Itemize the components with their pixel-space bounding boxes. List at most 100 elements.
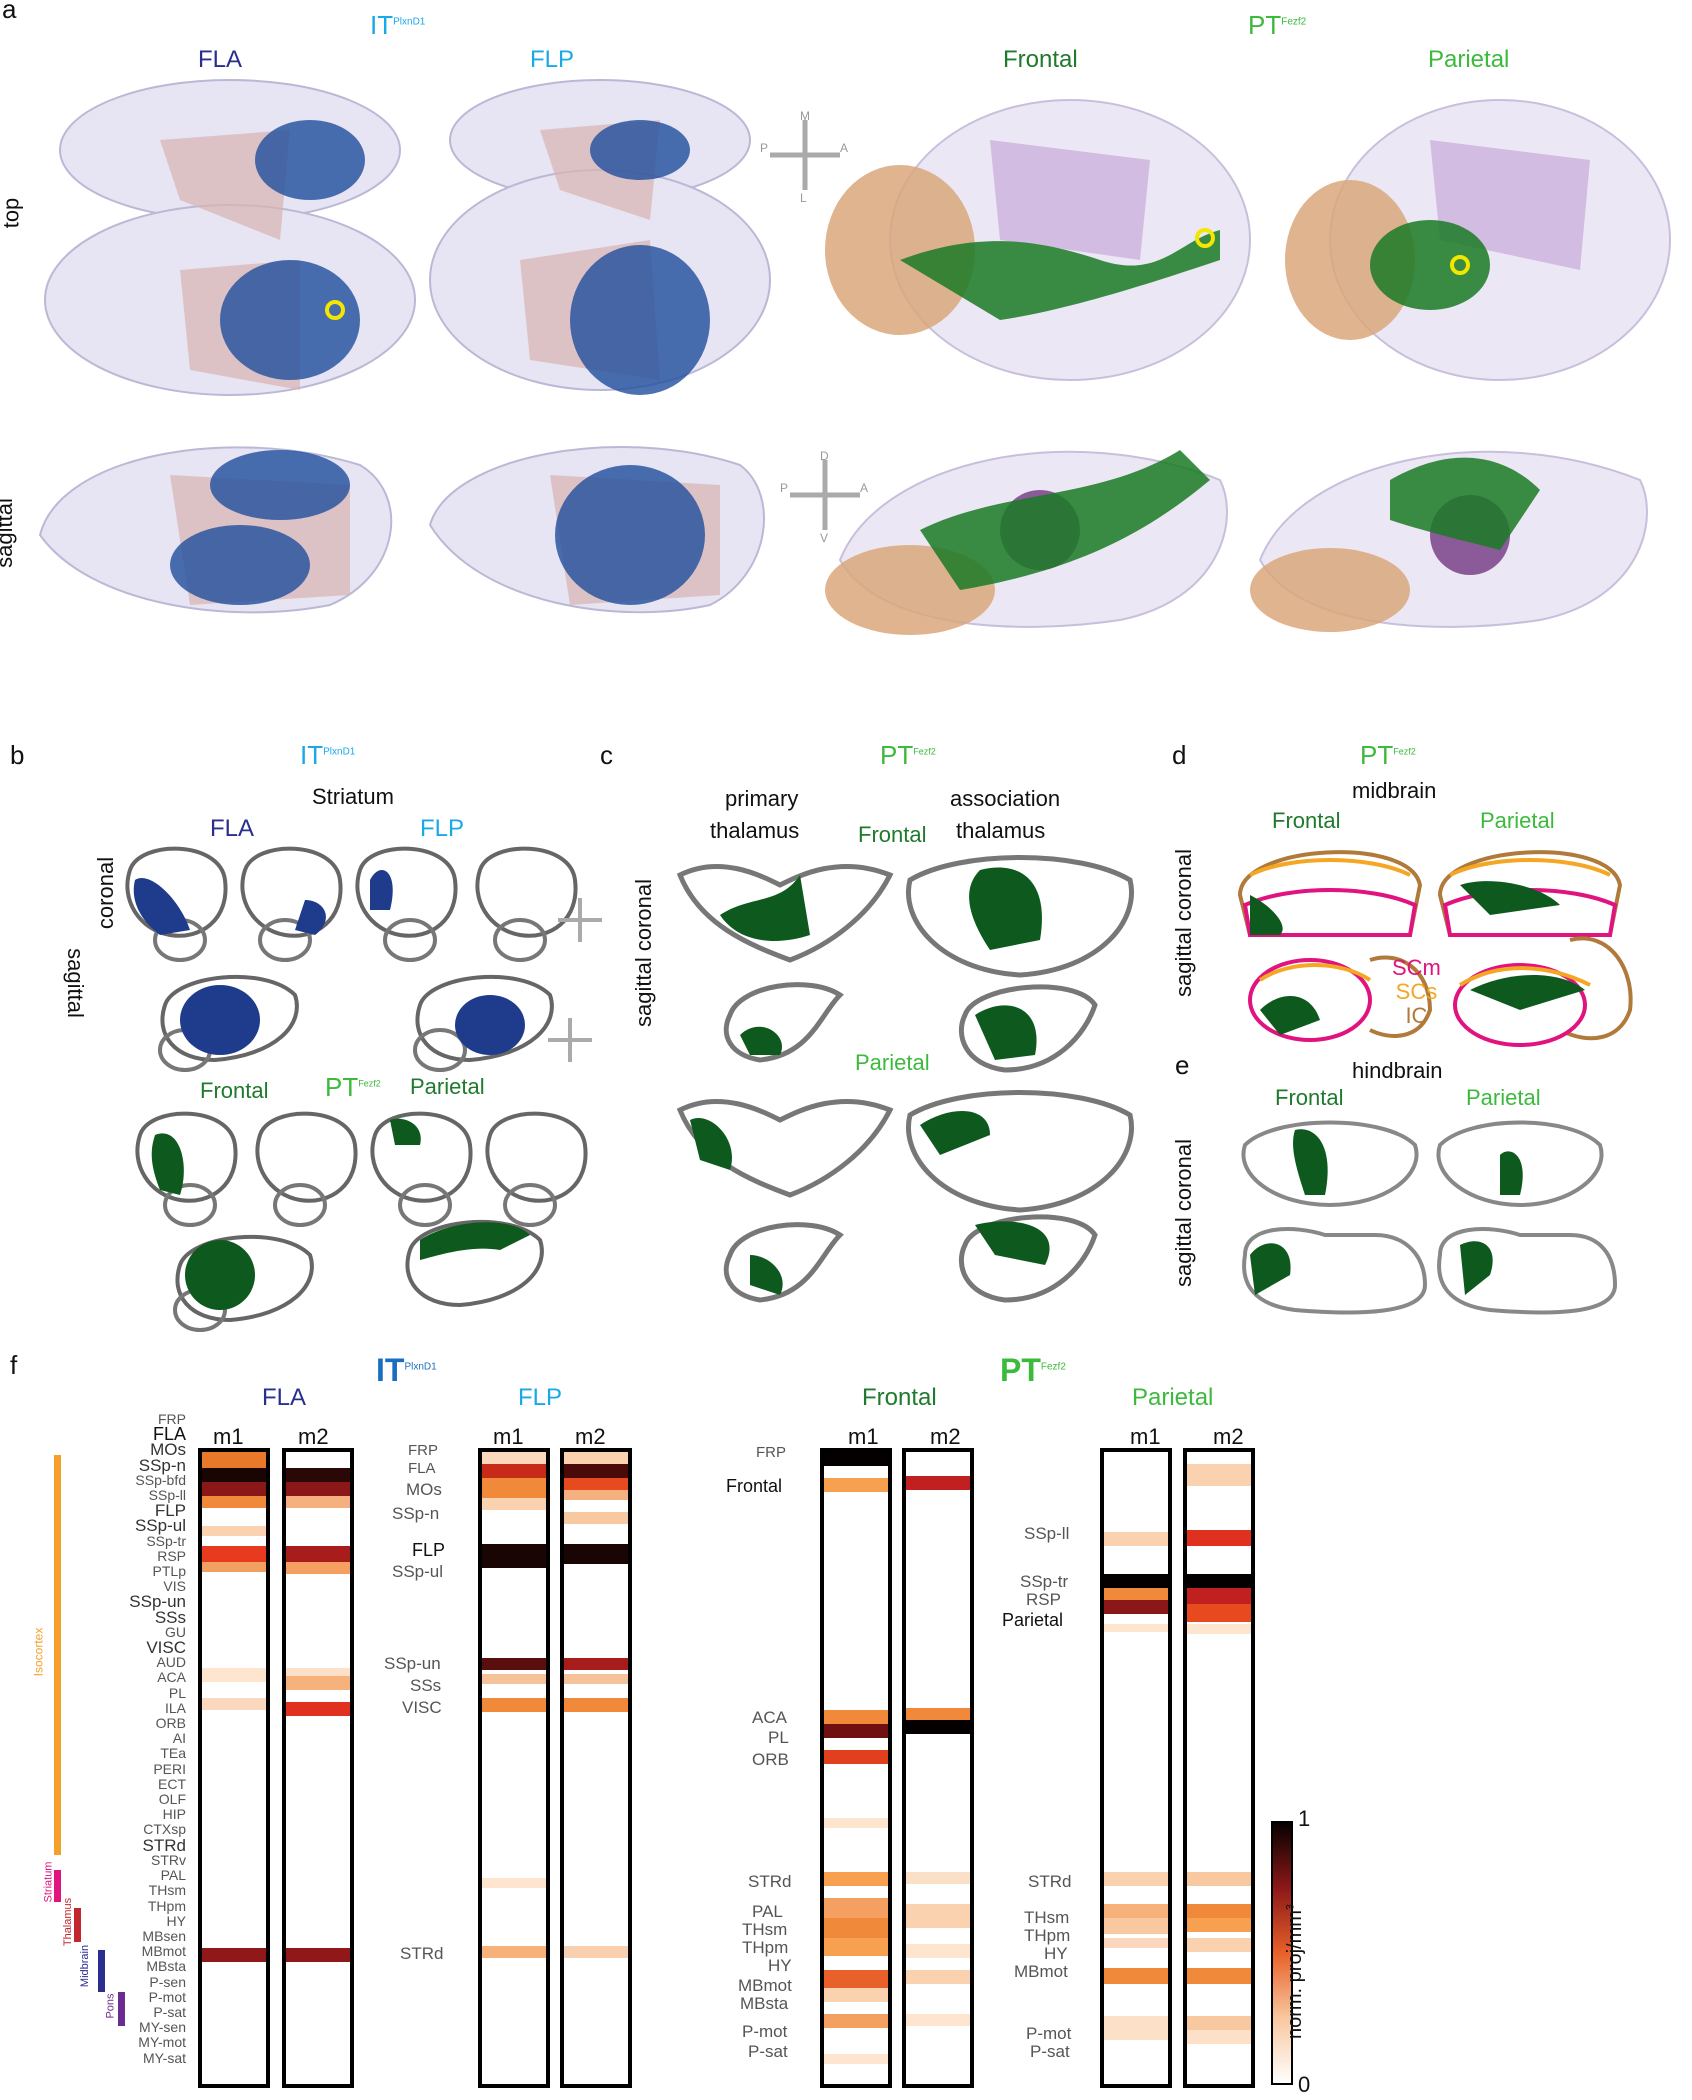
parietal-label-pmot: P-mot xyxy=(1026,2024,1072,2043)
svg-text:P: P xyxy=(780,481,788,495)
legend-scm: SCm xyxy=(1392,955,1441,980)
parietal-label-mbmot: MBmot xyxy=(1014,1962,1068,1981)
injection-site-icon xyxy=(325,300,345,320)
panel-a-col-parietal: Parietal xyxy=(1428,46,1510,73)
panel-b-it-title: ITPlxnD1 xyxy=(300,740,356,770)
midbrain-coronal-parietal xyxy=(1437,850,1623,937)
brain-top-fla xyxy=(44,79,416,396)
flp-label-strd: STRd xyxy=(400,1944,444,1963)
brain-sag-fla xyxy=(38,446,393,614)
parietal-label-thsm: THsm xyxy=(1024,1908,1070,1927)
panel-f-frontal: Frontal xyxy=(862,1384,937,1411)
svg-text:A: A xyxy=(860,481,868,495)
striatum-coronal-flp-2 xyxy=(475,846,578,962)
panel-b-frontal: Frontal xyxy=(200,1078,269,1103)
colorbar xyxy=(1271,1821,1293,2085)
flp-label-frp: FRP xyxy=(408,1442,438,1459)
panel-c-pt-title: PTFezf2 xyxy=(880,740,936,770)
flp-label-sspn: SSp-n xyxy=(392,1504,440,1523)
panel-f-letter: f xyxy=(10,1350,18,1380)
thalamus-coronal-frontal-association xyxy=(906,855,1134,978)
panel-f-it-title: ITPlxnD1 xyxy=(376,1352,437,1388)
compass-b1-icon xyxy=(558,898,602,942)
panel-b-letter: b xyxy=(10,740,25,770)
panel-f-fla: FLA xyxy=(262,1384,307,1411)
frontal-label-mbmot: MBmot xyxy=(738,1976,792,1995)
panel-c-parietal: Parietal xyxy=(855,1050,930,1075)
panel-a-row-sagittal: sagittal xyxy=(0,498,17,568)
panel-e-frontal: Frontal xyxy=(1275,1085,1344,1110)
panel-e-subtitle: hindbrain xyxy=(1352,1058,1443,1083)
midbrain-legend: SCm SCs IC xyxy=(1392,956,1441,1028)
panel-e-row: sagittal coronal xyxy=(1170,1139,1196,1287)
parietal-label-hy: HY xyxy=(1044,1944,1068,1963)
panel-f-parietal: Parietal xyxy=(1132,1384,1214,1411)
frontal-label-psat: P-sat xyxy=(748,2042,788,2061)
parietal-label-sspll: SSp-ll xyxy=(1024,1524,1070,1543)
frontal-label-thpm: THpm xyxy=(742,1938,789,1957)
colorbar-label: norm. proj/mm3 xyxy=(1284,1903,1307,2040)
svg-text:P: P xyxy=(760,141,768,155)
compass-b2-icon xyxy=(548,1018,592,1062)
flp-label-mos: MOs xyxy=(406,1480,442,1499)
heatmap-parietal-m2 xyxy=(1183,1448,1255,2088)
midbrain-coronal-frontal xyxy=(1237,850,1423,937)
panel-c-row: sagittal coronal xyxy=(630,879,656,1027)
striatum-coronal-parietal-2 xyxy=(485,1111,588,1227)
brain-sag-parietal xyxy=(1250,450,1648,632)
compass-label: M xyxy=(800,109,810,123)
panel-b-subtitle: Striatum xyxy=(312,784,394,809)
injection-site-icon xyxy=(1450,255,1470,275)
parietal-label-thpm: THpm xyxy=(1024,1926,1071,1945)
panel-f-flp: FLP xyxy=(518,1384,563,1411)
parietal-label-strd: STRd xyxy=(1028,1872,1072,1891)
frontal-label-frp: FRP xyxy=(756,1444,786,1461)
frontal-label-strd: STRd xyxy=(748,1872,792,1891)
flp-label-visc: VISC xyxy=(402,1698,442,1717)
fla-label-column: FRP FLA MOs SSp-n SSp-bfd SSp-ll FLP SSp… xyxy=(129,1411,186,2066)
hm-fla-m2: m2 xyxy=(298,1424,329,1449)
brain-top-flp xyxy=(429,79,771,395)
panel-e-parietal: Parietal xyxy=(1466,1085,1541,1110)
panel-d-pt-title: PTFezf2 xyxy=(1360,740,1416,770)
panel-b-fla: FLA xyxy=(210,815,255,842)
striatum-coronal-fla-1 xyxy=(125,846,228,962)
panel-c-association: association xyxy=(950,786,1061,811)
striatum-coronal-fla-2 xyxy=(240,846,343,962)
panel-a-pt-title: PTFezf2 xyxy=(1248,10,1307,40)
group-bar-striatum xyxy=(54,1870,61,1902)
flp-label-sss: SSs xyxy=(410,1676,442,1695)
group-label-isocortex: Isocortex xyxy=(31,1627,46,1677)
hm-frontal-m2: m2 xyxy=(930,1424,961,1449)
group-label-thalamus: Thalamus xyxy=(62,1897,75,1947)
frontal-label-thsm: THsm xyxy=(742,1920,788,1939)
compass-top-icon: M P A L xyxy=(760,109,848,205)
striatum-coronal-frontal-2 xyxy=(255,1111,358,1227)
striatum-coronal-flp-1 xyxy=(355,846,458,962)
group-bar-pons xyxy=(118,1992,125,2026)
panel-a-col-flp: FLP xyxy=(530,46,575,73)
hm-fla-m1: m1 xyxy=(213,1424,244,1449)
colorbar-max: 1 xyxy=(1298,1806,1311,1831)
panel-e-letter: e xyxy=(1175,1050,1190,1080)
heatmap-flp-m2 xyxy=(560,1448,632,2088)
frontal-label-aca: ACA xyxy=(752,1708,787,1727)
thalamus-coronal-parietal-primary xyxy=(676,1099,894,1198)
striatum-sagittal-parietal xyxy=(405,1219,544,1308)
panel-a-it-title: ITPlxnD1 xyxy=(370,10,426,40)
frontal-label-pmot: P-mot xyxy=(742,2022,788,2041)
panel-c-letter: c xyxy=(600,740,613,770)
brain-top-parietal xyxy=(1285,99,1671,381)
thalamus-coronal-frontal-primary xyxy=(676,864,894,963)
panel-a-row-top: top xyxy=(0,197,24,229)
parietal-label-psat: P-sat xyxy=(1030,2042,1070,2061)
panel-c-thalamus2: thalamus xyxy=(956,818,1046,843)
legend-ic: IC xyxy=(1405,1003,1428,1028)
heatmap-parietal-m1 xyxy=(1100,1448,1172,2088)
thalamus-sagittal-parietal-primary xyxy=(723,1222,844,1303)
thalamus-sagittal-frontal-primary xyxy=(723,982,844,1063)
hm-flp-m1: m1 xyxy=(493,1424,524,1449)
panel-b-pt-title: PTFezf2 xyxy=(325,1072,381,1102)
frontal-label-hy: HY xyxy=(768,1956,792,1975)
hindbrain-coronal-frontal xyxy=(1241,1120,1419,1208)
